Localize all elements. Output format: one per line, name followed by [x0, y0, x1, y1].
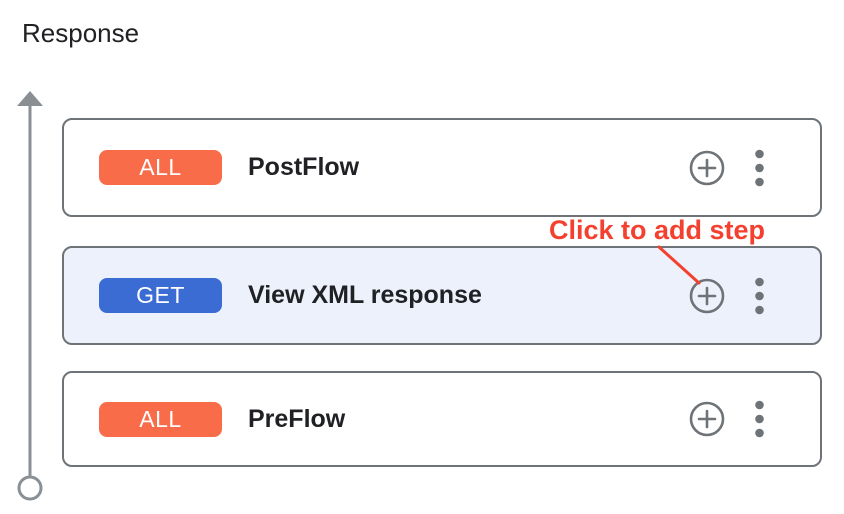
- kebab-menu-icon: [755, 277, 764, 314]
- plus-circle-icon: [689, 150, 725, 185]
- method-badge: ALL: [99, 401, 222, 437]
- flow-card-view-xml-response[interactable]: GET View XML response: [62, 246, 822, 345]
- plus-circle-icon: [689, 278, 725, 313]
- circle-endpoint-icon: [17, 475, 43, 501]
- flow-name: View XML response: [248, 281, 482, 309]
- annotation-click-to-add-step: Click to add step: [549, 215, 766, 245]
- more-options-button[interactable]: [755, 400, 764, 438]
- page-title: Response: [22, 18, 140, 48]
- flow-name: PreFlow: [248, 404, 346, 433]
- add-step-button[interactable]: [689, 150, 725, 186]
- more-options-button[interactable]: [755, 277, 764, 315]
- flow-direction-axis: [17, 91, 43, 501]
- up-arrow-icon: [17, 91, 43, 106]
- more-options-button[interactable]: [755, 149, 764, 187]
- add-step-button[interactable]: [689, 278, 725, 314]
- kebab-menu-icon: [755, 400, 764, 438]
- add-step-button[interactable]: [689, 401, 725, 437]
- kebab-menu-icon: [755, 149, 764, 186]
- method-badge: ALL: [99, 150, 222, 185]
- plus-circle-icon: [689, 401, 725, 437]
- flow-name: PostFlow: [248, 153, 360, 181]
- flow-card-postflow[interactable]: ALL PostFlow: [62, 118, 822, 217]
- method-badge: GET: [99, 278, 222, 313]
- flow-card-preflow[interactable]: ALL PreFlow: [62, 371, 822, 467]
